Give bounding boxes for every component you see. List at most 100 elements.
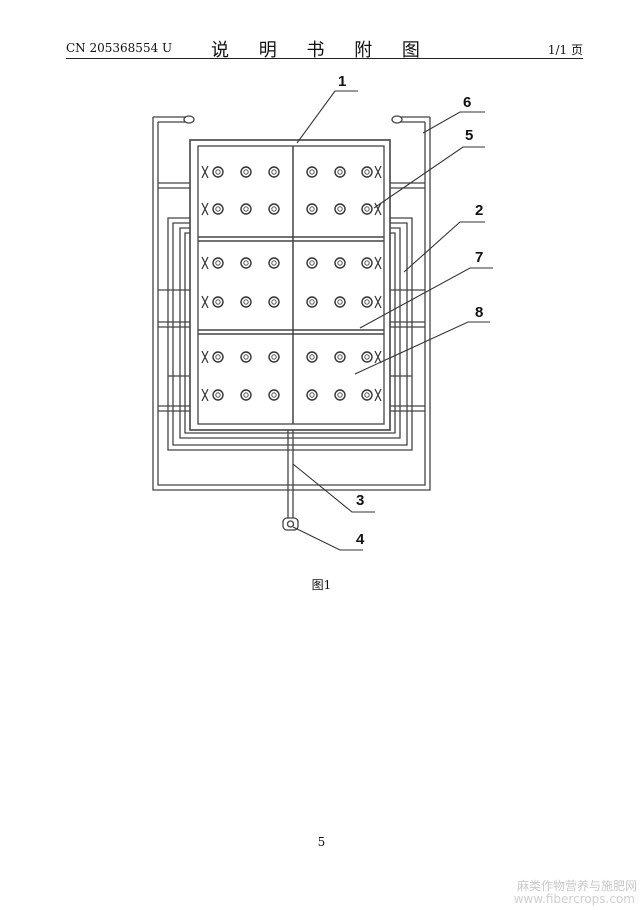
drain-valve	[282, 517, 299, 531]
planting-hole	[268, 296, 280, 308]
planting-hole	[361, 257, 373, 269]
planting-hole-center	[337, 354, 343, 360]
left-inlet-hook	[153, 116, 186, 123]
planting-hole-center	[364, 392, 370, 398]
planting-hole-center	[364, 206, 370, 212]
planting-hole-center	[243, 169, 249, 175]
outer-pipe-frame	[152, 117, 431, 491]
page-title: 说 明 书 附 图	[211, 40, 432, 61]
planting-hole	[306, 203, 318, 215]
header-divider	[66, 58, 583, 59]
side-x-marker	[201, 350, 209, 364]
side-x-marker	[201, 202, 209, 216]
side-x-marker	[374, 388, 382, 402]
side-x-marker	[374, 350, 382, 364]
planting-hole-center	[364, 299, 370, 305]
planting-hole	[240, 351, 252, 363]
planting-hole-center	[309, 354, 315, 360]
planting-hole	[361, 296, 373, 308]
callout-7: 7	[475, 249, 483, 266]
planting-hole	[212, 166, 224, 178]
planting-hole	[268, 166, 280, 178]
planting-hole-center	[364, 260, 370, 266]
leader-lines	[292, 90, 493, 551]
callout-4: 4	[356, 531, 365, 548]
planting-hole-center	[364, 169, 370, 175]
patent-number: CN 205368554 U	[66, 41, 173, 55]
planting-hole	[306, 166, 318, 178]
planting-hole-center	[309, 169, 315, 175]
side-x-marker	[374, 202, 382, 216]
planting-hole-center	[364, 354, 370, 360]
planting-hole	[334, 389, 346, 401]
planting-hole	[212, 296, 224, 308]
planting-hole	[212, 203, 224, 215]
planting-hole-center	[309, 299, 315, 305]
planting-hole-center	[271, 354, 277, 360]
planting-hole-center	[243, 206, 249, 212]
planting-hole-center	[243, 354, 249, 360]
planting-hole-center	[215, 260, 221, 266]
planting-hole-center	[215, 354, 221, 360]
side-x-marker	[374, 295, 382, 309]
callout-6: 6	[463, 94, 471, 111]
planting-hole	[334, 203, 346, 215]
planting-hole	[240, 257, 252, 269]
planting-hole-center	[215, 392, 221, 398]
callout-2: 2	[475, 202, 483, 219]
planting-hole	[268, 203, 280, 215]
planting-hole	[268, 257, 280, 269]
planting-hole-center	[337, 169, 343, 175]
tray-inner	[197, 145, 385, 425]
planting-hole	[361, 389, 373, 401]
right-inlet-cap	[391, 115, 403, 124]
side-x-marker	[374, 165, 382, 179]
planting-hole	[306, 296, 318, 308]
planting-hole	[334, 296, 346, 308]
planting-hole-center	[337, 299, 343, 305]
watermark-site-url: www.fibercrops.com	[513, 892, 635, 906]
callout-5: 5	[465, 127, 473, 144]
side-markers	[201, 165, 382, 402]
callout-8: 8	[475, 304, 483, 321]
figure-caption: 图1	[311, 578, 332, 592]
watermark-site-name: 麻类作物营养与施肥网	[516, 879, 637, 893]
planting-hole-center	[309, 392, 315, 398]
planting-hole-center	[243, 260, 249, 266]
planting-hole	[212, 389, 224, 401]
planting-hole	[212, 257, 224, 269]
planting-hole	[361, 351, 373, 363]
planting-hole	[334, 351, 346, 363]
planting-hole-center	[271, 392, 277, 398]
left-inlet-cap	[183, 115, 195, 124]
planting-hole	[240, 203, 252, 215]
planting-hole-center	[271, 169, 277, 175]
planting-hole	[268, 351, 280, 363]
right-inlet-hook	[400, 116, 430, 123]
planting-hole-center	[215, 169, 221, 175]
planting-hole	[306, 257, 318, 269]
planting-hole-center	[309, 206, 315, 212]
planting-hole-center	[215, 299, 221, 305]
planting-hole-center	[309, 260, 315, 266]
page-number: 5	[317, 835, 326, 849]
planting-hole-center	[337, 260, 343, 266]
planting-hole	[306, 351, 318, 363]
planting-hole	[268, 389, 280, 401]
planting-hole	[212, 351, 224, 363]
tray-outer	[189, 139, 391, 431]
planting-hole	[334, 166, 346, 178]
planting-holes	[212, 166, 373, 401]
planting-hole	[240, 296, 252, 308]
planting-hole-center	[215, 206, 221, 212]
callout-3: 3	[356, 492, 364, 509]
planting-hole	[240, 166, 252, 178]
side-x-marker	[374, 256, 382, 270]
planting-hole	[240, 389, 252, 401]
planting-hole-center	[271, 260, 277, 266]
side-x-marker	[201, 295, 209, 309]
drain-valve-knob	[286, 520, 295, 528]
planting-hole-center	[337, 206, 343, 212]
planting-hole-center	[243, 299, 249, 305]
